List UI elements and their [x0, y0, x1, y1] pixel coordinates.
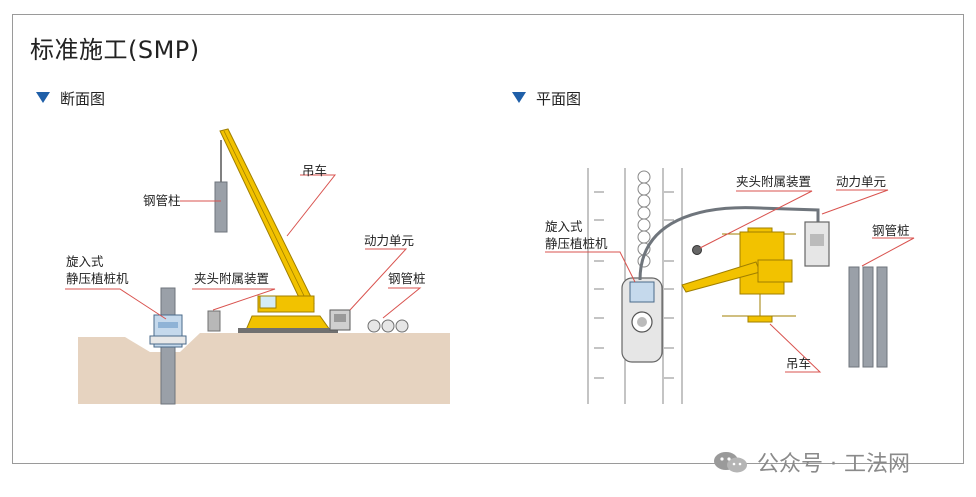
label-steel-piles-right: 钢管桩	[872, 223, 910, 238]
leader-line	[699, 190, 813, 249]
leader-line	[861, 237, 915, 267]
steel-pile-plan	[862, 266, 874, 368]
watermark-text: 公众号 · 工法网	[757, 452, 910, 477]
plan-view-heading: 平面图	[512, 88, 581, 109]
leader-line	[286, 174, 337, 237]
label-crane-right: 吊车	[786, 356, 812, 371]
power-unit-plan	[804, 221, 830, 267]
diagram-frame	[12, 14, 964, 464]
leader-line	[349, 248, 408, 311]
steel-pile-plan	[848, 266, 860, 368]
steel-pile-plan	[876, 266, 888, 368]
label-clamp-attachment-right: 夹头附属装置	[736, 174, 812, 189]
hanging-steel-pile	[214, 181, 228, 233]
label-rotary-machine-left: 旋入式 静压植桩机	[66, 254, 129, 286]
label-power-unit-right: 动力单元	[836, 174, 887, 189]
watermark: 公众号 · 工法网	[713, 446, 910, 478]
crane-track	[747, 315, 773, 323]
clamp-attachment-device	[207, 310, 221, 332]
leader-line	[769, 323, 822, 373]
leader-line	[65, 288, 167, 320]
section-view-heading: 断面图	[36, 88, 105, 109]
label-rotary-machine-right: 旋入式 静压植桩机	[545, 219, 608, 251]
steel-pile-end	[367, 319, 381, 333]
label-crane-left: 吊车	[302, 163, 328, 178]
section-view-label: 断面图	[60, 90, 106, 108]
hydraulic-hose	[638, 206, 820, 281]
leader-line	[545, 251, 636, 283]
triangle-bullet-icon	[36, 92, 50, 103]
page-title: 标准施工(SMP)	[30, 36, 200, 64]
label-power-unit-left: 动力单元	[364, 233, 415, 248]
wechat-icon	[714, 452, 747, 473]
leader-line	[821, 189, 889, 215]
steel-pile-end	[381, 319, 395, 333]
leader-line	[192, 288, 276, 311]
label-clamp-attachment-left: 夹头附属装置	[194, 271, 270, 286]
leader-line	[382, 287, 422, 319]
steel-pile-end	[395, 319, 409, 333]
plan-view-label: 平面图	[536, 90, 582, 108]
label-steel-piles-left: 钢管桩	[388, 271, 426, 286]
clamp-attachment-plan	[692, 245, 702, 255]
label-steel-pile-hanging: 钢管柱	[143, 193, 181, 208]
triangle-bullet-icon	[512, 92, 526, 103]
